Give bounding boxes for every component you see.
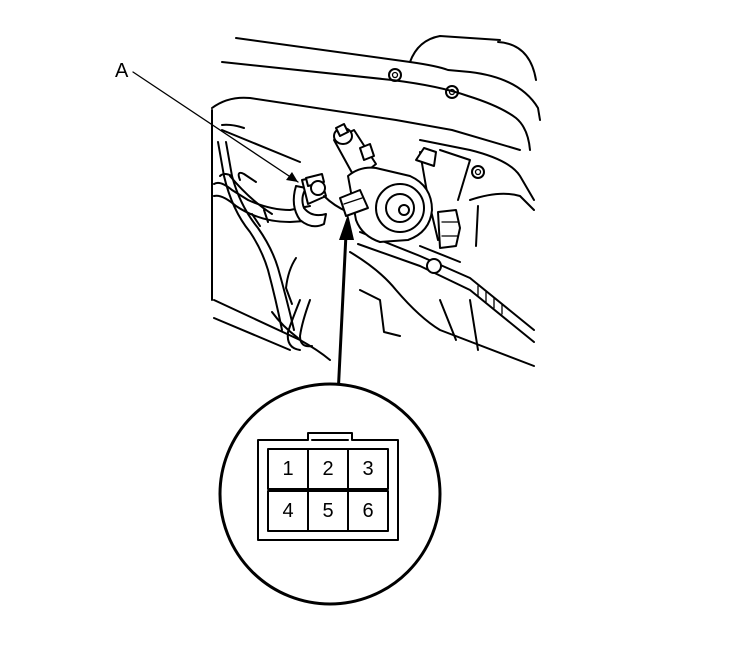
pin-number: 3 bbox=[362, 458, 373, 480]
pin-cell-3 bbox=[347, 448, 389, 490]
pin-number: 4 bbox=[282, 500, 293, 522]
detail-leader-arrow bbox=[336, 214, 354, 398]
pin-grid: 1 2 3 4 5 6 bbox=[267, 448, 389, 532]
connector-detail-view: 1 2 3 4 5 6 bbox=[218, 382, 442, 606]
pin-cell-6 bbox=[347, 490, 389, 532]
pin-cell-1 bbox=[267, 448, 309, 490]
pin-number: 2 bbox=[322, 458, 333, 480]
window-motor bbox=[333, 123, 437, 243]
pin-number: 5 bbox=[322, 500, 333, 522]
connector-a bbox=[292, 173, 349, 228]
callout-a: A bbox=[115, 60, 299, 183]
pin-number: 1 bbox=[282, 458, 293, 480]
callout-label: A bbox=[115, 60, 129, 82]
pin-number: 6 bbox=[362, 500, 373, 522]
pin-cell-5 bbox=[307, 490, 349, 532]
wire-harness bbox=[213, 141, 321, 351]
